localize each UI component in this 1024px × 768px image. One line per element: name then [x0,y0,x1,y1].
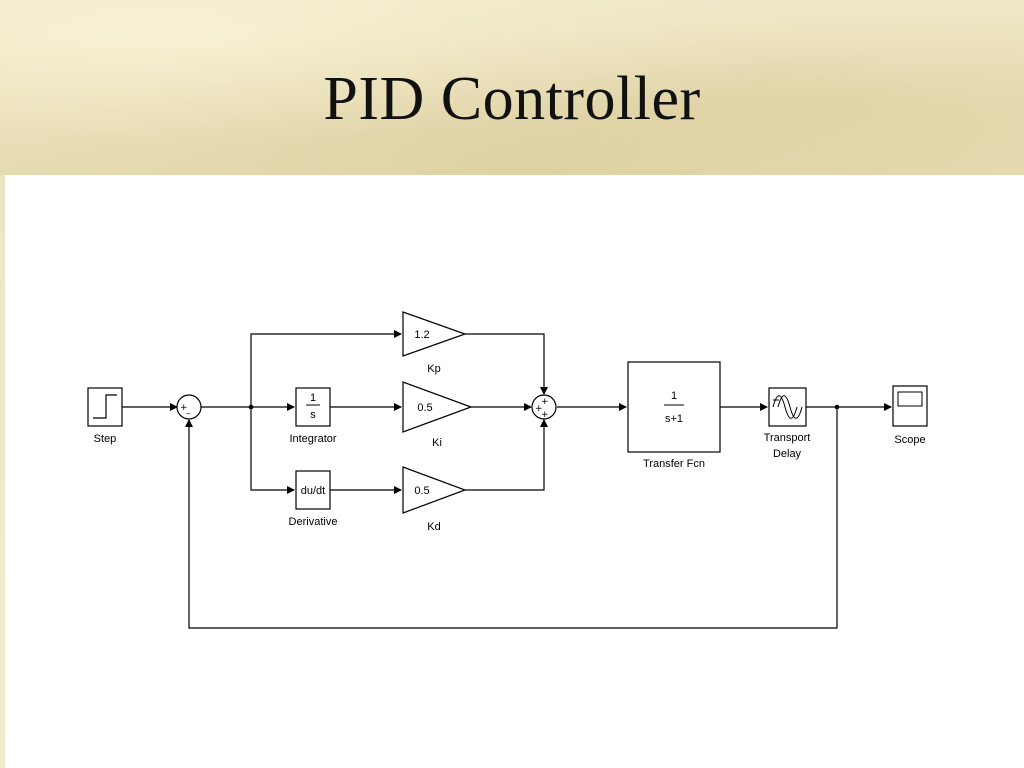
transport-delay-label-line2: Delay [773,448,802,460]
wire-error-to-derivative [250,407,295,494]
kd-label: Kd [427,521,440,533]
slide-title: PID Controller [323,65,701,133]
scope-block: Scope [892,385,928,446]
integrator-label: Integrator [289,433,336,445]
wire-kp-to-sum [465,333,548,395]
kp-gain-block: 1.2 Kp [402,311,467,375]
kd-gain-block: 0.5 Kd [402,466,467,533]
wire-feedback [185,407,838,629]
sum2-sign-top: + [541,397,549,407]
sum1-sign-minus: – [186,409,191,419]
transfer-fcn-denominator: s+1 [665,413,683,425]
ki-gain-block: 0.5 Ki [402,381,473,449]
transfer-fcn-numerator: 1 [671,390,677,402]
pid-sum-block: + + + [531,394,557,420]
sum1-sign-plus: + [180,403,188,413]
derivative-text: du/dt [301,485,325,497]
integrator-denominator: s [310,409,316,421]
derivative-block: du/dt Derivative [289,470,338,528]
integrator-numerator: 1 [310,392,316,404]
kd-value: 0.5 [414,485,429,497]
delay-wave-icon [772,395,803,419]
left-border-strip [0,175,5,768]
step-label: Step [94,433,117,445]
sum2-sign-left: + [535,404,543,414]
integrator-block: 1 s Integrator [289,387,337,445]
scope-label: Scope [894,434,925,446]
transfer-fcn-label: Transfer Fcn [643,458,705,470]
scope-screen-icon [897,391,923,407]
ki-label: Ki [432,437,442,449]
sum2-sign-bottom: + [541,410,549,420]
ki-value: 0.5 [417,402,432,414]
title-banner [0,0,1024,175]
error-sum-block: + – [176,394,202,420]
junction-output [834,404,840,410]
step-block: Step [87,387,123,445]
derivative-label: Derivative [289,516,338,528]
transfer-fcn-block: 1 s+1 Transfer Fcn [627,361,721,470]
junction-error [248,404,254,410]
step-icon [93,394,117,419]
kp-label: Kp [427,363,440,375]
transport-delay-block: Transport Delay [764,387,811,460]
kp-value: 1.2 [414,329,429,341]
transport-delay-label-line1: Transport [764,432,811,444]
wire-error-to-kp [250,330,402,407]
wire-kd-to-sum [465,419,548,491]
